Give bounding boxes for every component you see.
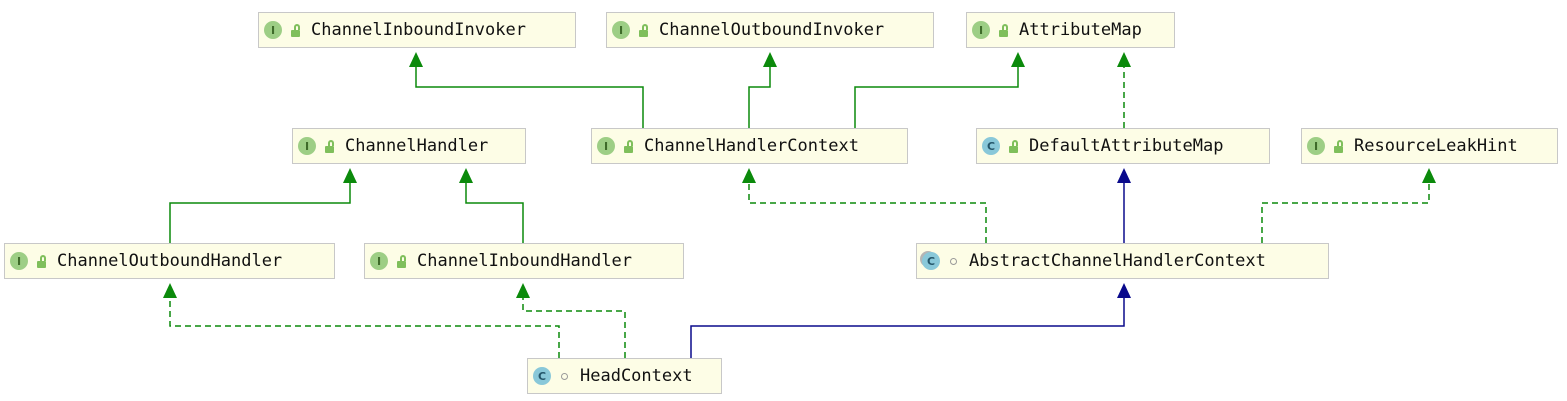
public-lock-icon bbox=[287, 21, 303, 39]
edge-arrowhead bbox=[1117, 283, 1131, 298]
edge-implements-line bbox=[522, 297, 626, 358]
interface-icon: I bbox=[10, 252, 28, 270]
edge-arrowhead bbox=[1011, 52, 1025, 67]
edge-extends-line bbox=[465, 182, 524, 243]
edge-extends-line bbox=[748, 66, 771, 128]
interface-icon: I bbox=[264, 21, 282, 39]
public-lock-icon bbox=[321, 137, 337, 155]
node-label: ChannelInboundInvoker bbox=[311, 20, 526, 40]
edge-arrowhead bbox=[1422, 168, 1436, 183]
node-label: AttributeMap bbox=[1019, 20, 1142, 40]
edge-arrowhead bbox=[1117, 52, 1131, 67]
interface-icon: I bbox=[972, 21, 990, 39]
node-label: ResourceLeakHint bbox=[1354, 136, 1518, 156]
edge-arrowhead bbox=[343, 168, 357, 183]
edge-implements-line bbox=[169, 297, 560, 358]
abstract-class-icon: C bbox=[922, 252, 940, 270]
class-icon: C bbox=[982, 137, 1000, 155]
edge-extends-line bbox=[169, 182, 351, 243]
edge-arrowhead bbox=[763, 52, 777, 67]
package-private-dot-icon bbox=[556, 367, 572, 385]
edge-arrowhead bbox=[516, 283, 530, 298]
public-lock-icon bbox=[1330, 137, 1346, 155]
public-lock-icon bbox=[33, 252, 49, 270]
interface-icon: I bbox=[370, 252, 388, 270]
edge-implements-line bbox=[1261, 182, 1430, 243]
node-channel-handler-context[interactable]: I ChannelHandlerContext bbox=[591, 128, 908, 164]
node-channel-inbound-handler[interactable]: I ChannelInboundHandler bbox=[364, 243, 684, 279]
node-label: DefaultAttributeMap bbox=[1029, 136, 1224, 156]
node-label: ChannelOutboundInvoker bbox=[659, 20, 885, 40]
node-head-context[interactable]: C HeadContext bbox=[527, 358, 722, 394]
public-lock-icon bbox=[620, 137, 636, 155]
edge-inherits-line bbox=[690, 297, 1125, 358]
public-lock-icon bbox=[393, 252, 409, 270]
interface-icon: I bbox=[612, 21, 630, 39]
public-lock-icon bbox=[1005, 137, 1021, 155]
node-resource-leak-hint[interactable]: I ResourceLeakHint bbox=[1301, 128, 1558, 164]
interface-icon: I bbox=[298, 137, 316, 155]
interface-icon: I bbox=[597, 137, 615, 155]
edge-arrowhead bbox=[742, 168, 756, 183]
node-attribute-map[interactable]: I AttributeMap bbox=[966, 12, 1175, 48]
edge-arrowhead bbox=[409, 52, 423, 67]
node-channel-outbound-handler[interactable]: I ChannelOutboundHandler bbox=[4, 243, 335, 279]
node-label: ChannelInboundHandler bbox=[417, 251, 632, 271]
edge-extends-line bbox=[415, 66, 644, 128]
edge-implements-line bbox=[748, 182, 987, 243]
interface-icon: I bbox=[1307, 137, 1325, 155]
node-channel-inbound-invoker[interactable]: I ChannelInboundInvoker bbox=[258, 12, 576, 48]
node-channel-outbound-invoker[interactable]: I ChannelOutboundInvoker bbox=[606, 12, 934, 48]
class-icon: C bbox=[533, 367, 551, 385]
node-label: ChannelOutboundHandler bbox=[57, 251, 283, 271]
public-lock-icon bbox=[995, 21, 1011, 39]
node-channel-handler[interactable]: I ChannelHandler bbox=[292, 128, 526, 164]
node-label: ChannelHandler bbox=[345, 136, 489, 156]
public-lock-icon bbox=[635, 21, 651, 39]
node-label: ChannelHandlerContext bbox=[644, 136, 859, 156]
edge-arrowhead bbox=[1117, 168, 1131, 183]
node-label: AbstractChannelHandlerContext bbox=[969, 251, 1266, 271]
edge-extends-line bbox=[854, 66, 1019, 128]
edge-arrowhead bbox=[459, 168, 473, 183]
node-label: HeadContext bbox=[580, 366, 693, 386]
node-abstract-channel-handler-context[interactable]: C AbstractChannelHandlerContext bbox=[916, 243, 1329, 279]
node-default-attribute-map[interactable]: C DefaultAttributeMap bbox=[976, 128, 1270, 164]
package-private-dot-icon bbox=[945, 252, 961, 270]
edge-arrowhead bbox=[163, 283, 177, 298]
